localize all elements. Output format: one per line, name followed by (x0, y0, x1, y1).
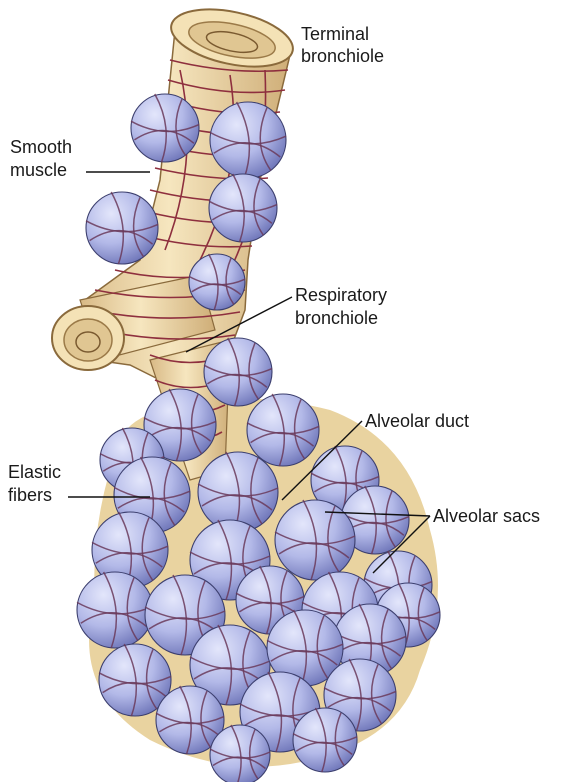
label-alveolar-sacs: Alveolar sacs (433, 506, 540, 526)
alveolus (189, 254, 245, 310)
label-terminal-bronchiole: Terminal bronchiole (301, 24, 384, 66)
alveolus (86, 192, 158, 264)
label-elastic-fibers: Elastic fibers (8, 462, 66, 505)
label-smooth-muscle: Smooth muscle (10, 137, 77, 180)
alveolus (209, 174, 277, 242)
alveolus (210, 102, 286, 178)
label-alveolar-duct: Alveolar duct (365, 411, 469, 431)
alveolus (77, 572, 153, 648)
alveolus (247, 394, 319, 466)
alveolus (131, 94, 199, 162)
respiratory-bronchiole-opening (52, 306, 124, 370)
alveolus (293, 708, 357, 772)
alveoli (77, 94, 440, 782)
alveolus (210, 725, 270, 782)
label-respiratory-bronchiole: Respiratory bronchiole (295, 285, 392, 328)
alveolus (204, 338, 272, 406)
alveolus (198, 452, 278, 532)
